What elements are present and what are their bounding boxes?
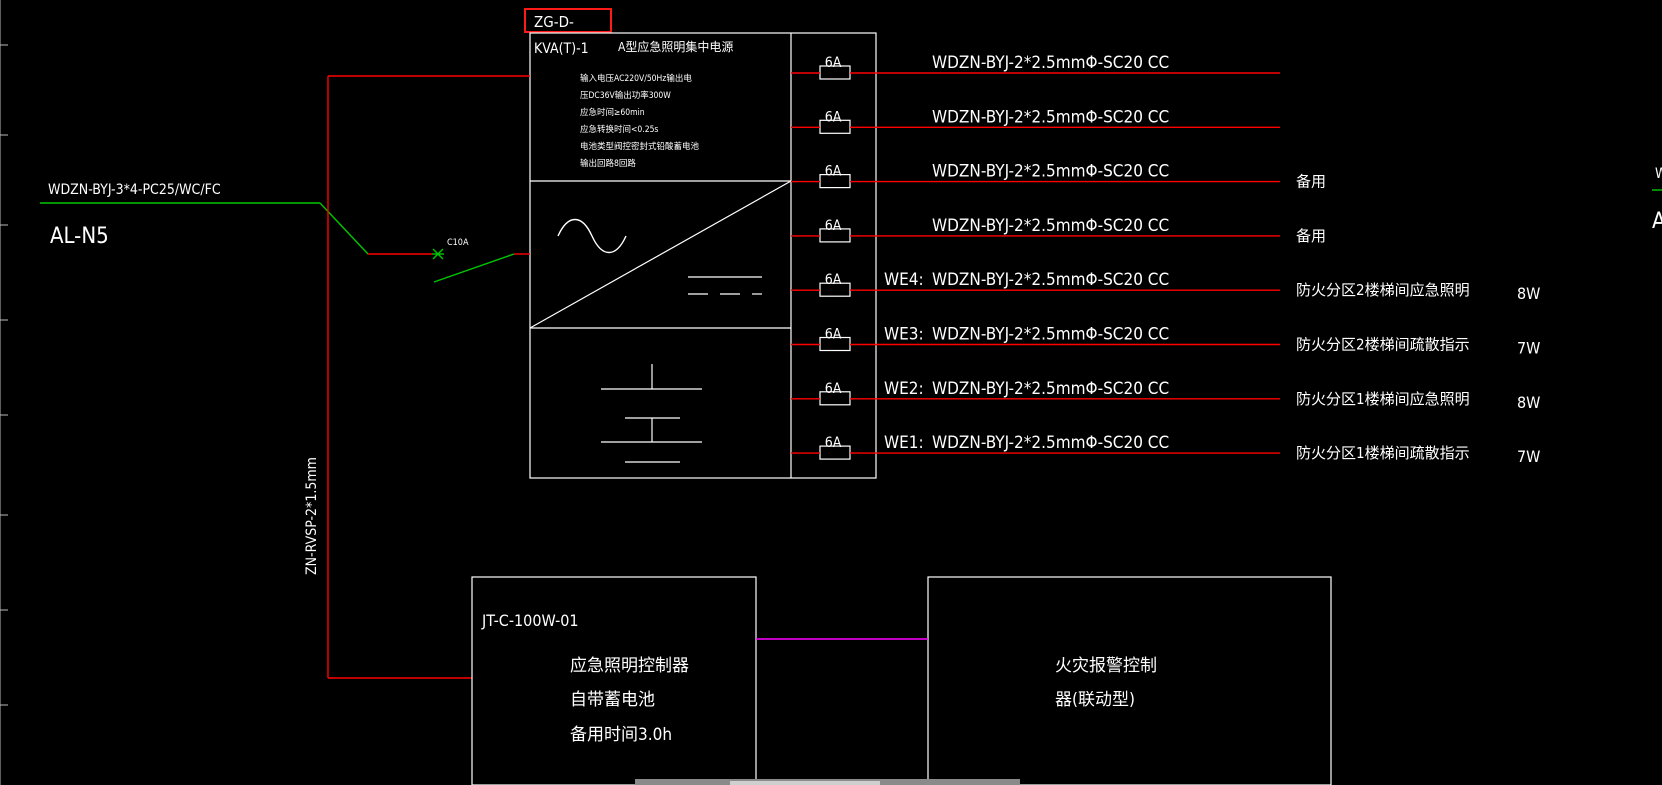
circuit-row[interactable]: 6A WDZN-BYJ-2*2.5mmΦ-SC20 CC 备用 <box>791 162 1326 191</box>
circuit-description: 防火分区2楼梯间应急照明 <box>1296 281 1470 299</box>
circuit-power: 7W <box>1517 447 1540 466</box>
circuit-row[interactable]: 6A WE4: WDZN-BYJ-2*2.5mmΦ-SC20 CC 防火分区2楼梯间应… <box>791 270 1540 303</box>
breaker-rating: C10A <box>447 238 469 248</box>
breaker-symbol[interactable] <box>432 248 515 283</box>
fire-alarm-line: 火灾报警控制 <box>1055 656 1157 676</box>
circuit-row[interactable]: 6A WE1: WDZN-BYJ-2*2.5mmΦ-SC20 CC 防火分区1楼梯间疏… <box>791 433 1540 466</box>
circuit-cable: WDZN-BYJ-2*2.5mmΦ-SC20 CC <box>932 53 1169 73</box>
fuse-rating: 6A <box>825 109 842 125</box>
circuit-description: 防火分区2楼梯间疏散指示 <box>1296 336 1470 354</box>
circuit-description: 备用 <box>1296 227 1326 245</box>
circuit-description: 备用 <box>1296 173 1326 191</box>
ac-sine-icon <box>557 218 627 254</box>
circuit-cable: WDZN-BYJ-2*2.5mmΦ-SC20 CC <box>932 379 1169 399</box>
fuse-rating: 6A <box>825 381 842 397</box>
fuse-rating: 6A <box>825 55 842 71</box>
circuit-cable: WDZN-BYJ-2*2.5mmΦ-SC20 CC <box>932 107 1169 127</box>
incoming-source-label: AL-N5 <box>50 224 109 249</box>
circuit-cable: WDZN-BYJ-2*2.5mmΦ-SC20 CC <box>932 433 1169 453</box>
right-edge-label-bottom: A <box>1652 209 1662 234</box>
dc-symbol-icon <box>688 276 762 295</box>
outgoing-circuits: 6A WDZN-BYJ-2*2.5mmΦ-SC20 CC 6A WDZN-BYJ-2*… <box>791 53 1540 466</box>
circuit-row[interactable]: 6A WE3: WDZN-BYJ-2*2.5mmΦ-SC20 CC 防火分区2楼梯间疏… <box>791 325 1540 358</box>
fuse-rating: 6A <box>825 164 842 180</box>
panel-spec-line: 应急转换时间<0.25s <box>580 124 658 135</box>
circuit-description: 防火分区1楼梯间疏散指示 <box>1296 444 1470 462</box>
battery-icon <box>601 364 702 463</box>
panel-spec-line: 输出回路8回路 <box>580 158 636 169</box>
panel-spec-line: 输入电压AC220V/50Hz输出电 <box>580 73 692 84</box>
circuit-id: WE3: <box>884 325 924 345</box>
circuit-row[interactable]: 6A WE2: WDZN-BYJ-2*2.5mmΦ-SC20 CC 防火分区1楼梯间应… <box>791 379 1540 412</box>
fuse-rating: 6A <box>825 435 842 451</box>
circuit-id: WE4: <box>884 270 924 290</box>
controller-line: 备用时间3.0h <box>570 725 672 745</box>
fuse-rating: 6A <box>825 327 842 343</box>
emergency-controller-box[interactable] <box>471 576 757 785</box>
red-wiring[interactable] <box>327 75 530 679</box>
circuit-row[interactable]: 6A WDZN-BYJ-2*2.5mmΦ-SC20 CC <box>791 107 1280 134</box>
panel-specs: 输入电压AC220V/50Hz输出电 压DC36V输出功率300W 应急时间≥6… <box>580 73 700 169</box>
circuit-row[interactable]: 6A WDZN-BYJ-2*2.5mmΦ-SC20 CC <box>791 53 1280 80</box>
left-ruler <box>0 0 8 785</box>
fire-alarm-controller-box[interactable] <box>927 576 1332 785</box>
panel-spec-line: 应急时间≥60min <box>580 107 645 118</box>
circuit-power: 7W <box>1517 339 1540 358</box>
circuit-id: WE1: <box>884 433 924 453</box>
fuse-rating: 6A <box>825 272 842 288</box>
circuit-row[interactable]: 6A WDZN-BYJ-2*2.5mmΦ-SC20 CC 备用 <box>791 216 1326 245</box>
controller-line: 自带蓄电池 <box>570 690 655 710</box>
scrollbar-thumb[interactable] <box>730 781 880 785</box>
circuit-cable: WDZN-BYJ-2*2.5mmΦ-SC20 CC <box>932 216 1169 236</box>
controller-model: JT-C-100W-01 <box>481 611 579 630</box>
circuit-id: WE2: <box>884 379 924 399</box>
control-cable-label: ZN-RVSP-2*1.5mm <box>304 457 320 575</box>
panel-model: KVA(T)-1 <box>534 41 589 57</box>
circuit-description: 防火分区1楼梯间应急照明 <box>1296 390 1470 408</box>
panel-spec-line: 电池类型阀控密封式铅酸蓄电池 <box>580 141 700 152</box>
circuit-cable: WDZN-BYJ-2*2.5mmΦ-SC20 CC <box>932 270 1169 290</box>
circuit-power: 8W <box>1517 284 1540 303</box>
panel-spec-line: 压DC36V输出功率300W <box>580 90 671 101</box>
fire-alarm-line: 器(联动型) <box>1055 690 1135 710</box>
circuit-power: 8W <box>1517 393 1540 412</box>
incoming-cable-label: WDZN-BYJ-3*4-PC25/WC/FC <box>48 182 221 198</box>
right-edge-label-top: W <box>1655 166 1662 182</box>
tag-highlight-box[interactable] <box>524 8 612 33</box>
fuse-rating: 6A <box>825 218 842 234</box>
panel-tag: ZG-D- <box>534 13 574 31</box>
power-supply-panel[interactable] <box>529 32 877 479</box>
panel-name: A型应急照明集中电源 <box>618 39 733 54</box>
circuit-cable: WDZN-BYJ-2*2.5mmΦ-SC20 CC <box>932 325 1169 345</box>
controller-line: 应急照明控制器 <box>570 656 689 676</box>
circuit-cable: WDZN-BYJ-2*2.5mmΦ-SC20 CC <box>932 162 1169 182</box>
